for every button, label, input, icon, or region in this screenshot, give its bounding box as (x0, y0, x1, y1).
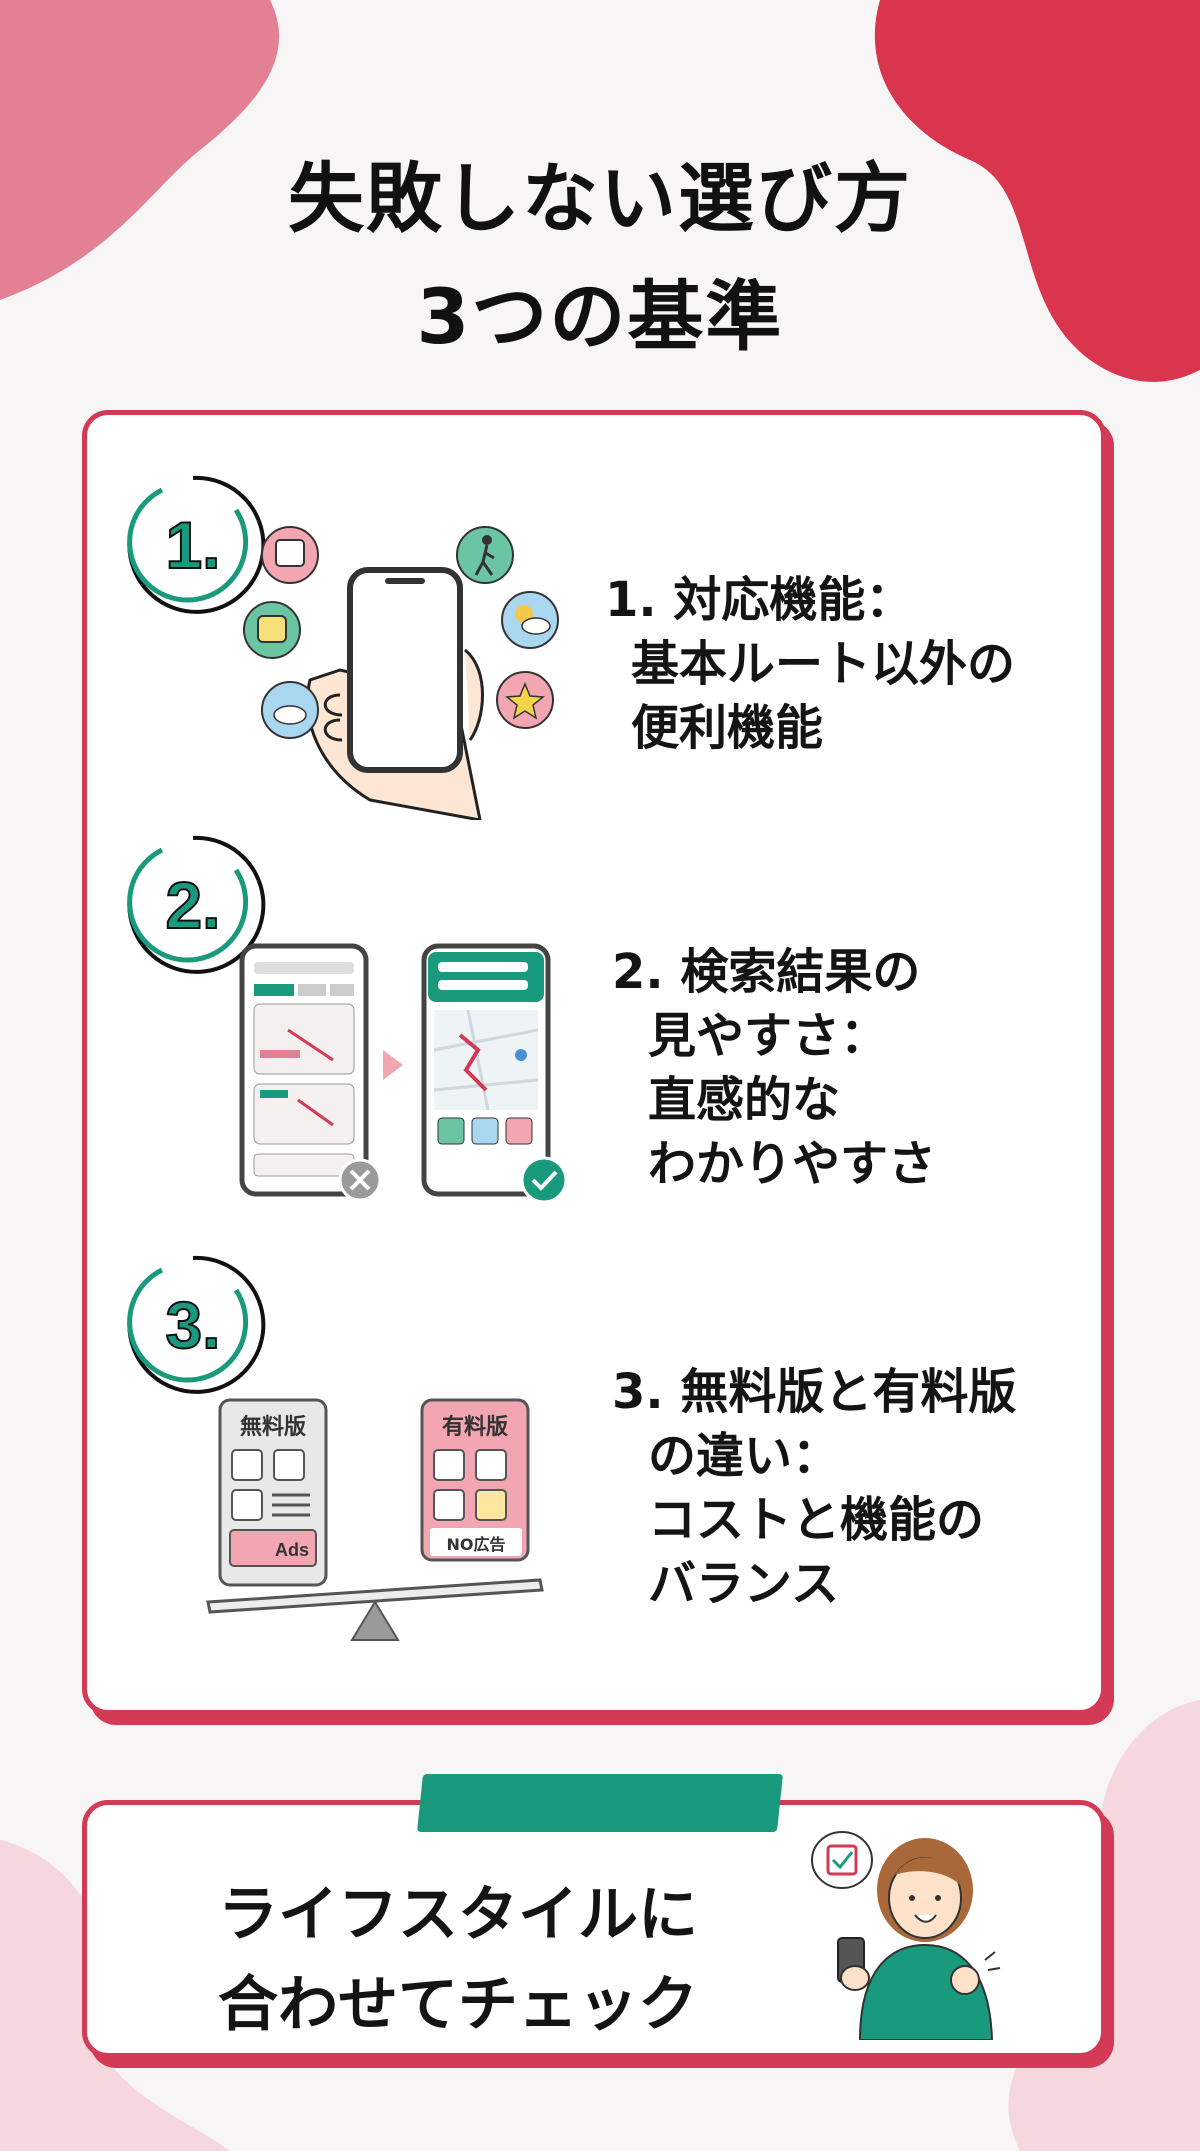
page-title: 失敗しない選び方 3つの基準 (0, 140, 1200, 376)
section-3-line-2: の違い： (648, 1428, 841, 1484)
title-line-1: 失敗しない選び方 (288, 154, 912, 243)
section-1-line-3: 便利機能 (631, 700, 824, 756)
section-3-line-3: コストと機能の (648, 1492, 985, 1548)
number-badge-1: 1. (127, 475, 266, 614)
title-line-2: 3つの基準 (416, 272, 784, 361)
section-1-text: 1. 対応機能： 基本ルート以外の 便利機能 (605, 568, 1015, 760)
corner-blob-top-left (0, 0, 280, 300)
check-icon (520, 1156, 568, 1204)
footer-line-2: 合わせてチェック (218, 1970, 698, 2040)
section-2-line-2: 見やすさ： (648, 1008, 889, 1064)
footer-ribbon (416, 1774, 784, 1832)
footer-line-1: ライフスタイルに (218, 1880, 698, 1950)
bus-icon (261, 526, 319, 584)
number-badge-2: 2. (127, 835, 266, 974)
number-badge-3: 3. (127, 1255, 266, 1394)
section-3-text: 3. 無料版と有料版 の違い： コストと機能の バランス (612, 1360, 1016, 1616)
illustration-woman-checking (811, 1831, 1001, 2040)
corner-blob-bottom-left (0, 1840, 230, 2151)
footer-text: ライフスタイルに 合わせてチェック (218, 1870, 698, 2050)
noads-label: NO広告 (447, 1535, 506, 1554)
checklist-icon (811, 1831, 873, 1889)
section-2-line-4: わかりやすさ (648, 1136, 937, 1192)
section-2-line-1: 2. 検索結果の (612, 944, 921, 1000)
section-3-line-1: 3. 無料版と有料版 (612, 1364, 1017, 1420)
walking-icon (456, 526, 514, 584)
ads-label: Ads (275, 1540, 309, 1560)
section-1-line-1: 1. 対応機能： (605, 572, 914, 628)
star-icon (496, 671, 554, 729)
paid-label: 有料版 (442, 1414, 508, 1440)
illustration-phone-features (243, 526, 559, 820)
badge-2-text: 2. (165, 868, 220, 942)
close-icon (338, 1158, 382, 1202)
badge-1-text: 1. (165, 508, 220, 582)
train-icon (243, 601, 301, 659)
illustration-search-compare (239, 943, 568, 1204)
badge-3-text: 3. (165, 1288, 220, 1362)
corner-blob-top-right (874, 0, 1200, 382)
weather-icon (501, 591, 559, 649)
cloud-icon (261, 681, 319, 739)
section-2-text: 2. 検索結果の 見やすさ： 直感的な わかりやすさ (612, 940, 936, 1196)
section-2-line-3: 直感的な (648, 1072, 841, 1128)
free-label: 無料版 (240, 1414, 306, 1440)
section-1-line-2: 基本ルート以外の (631, 636, 1016, 692)
section-3-line-4: バランス (648, 1556, 840, 1612)
illustration-balance-scale: 無料版 Ads 有料版 NO広告 (206, 1398, 544, 1641)
